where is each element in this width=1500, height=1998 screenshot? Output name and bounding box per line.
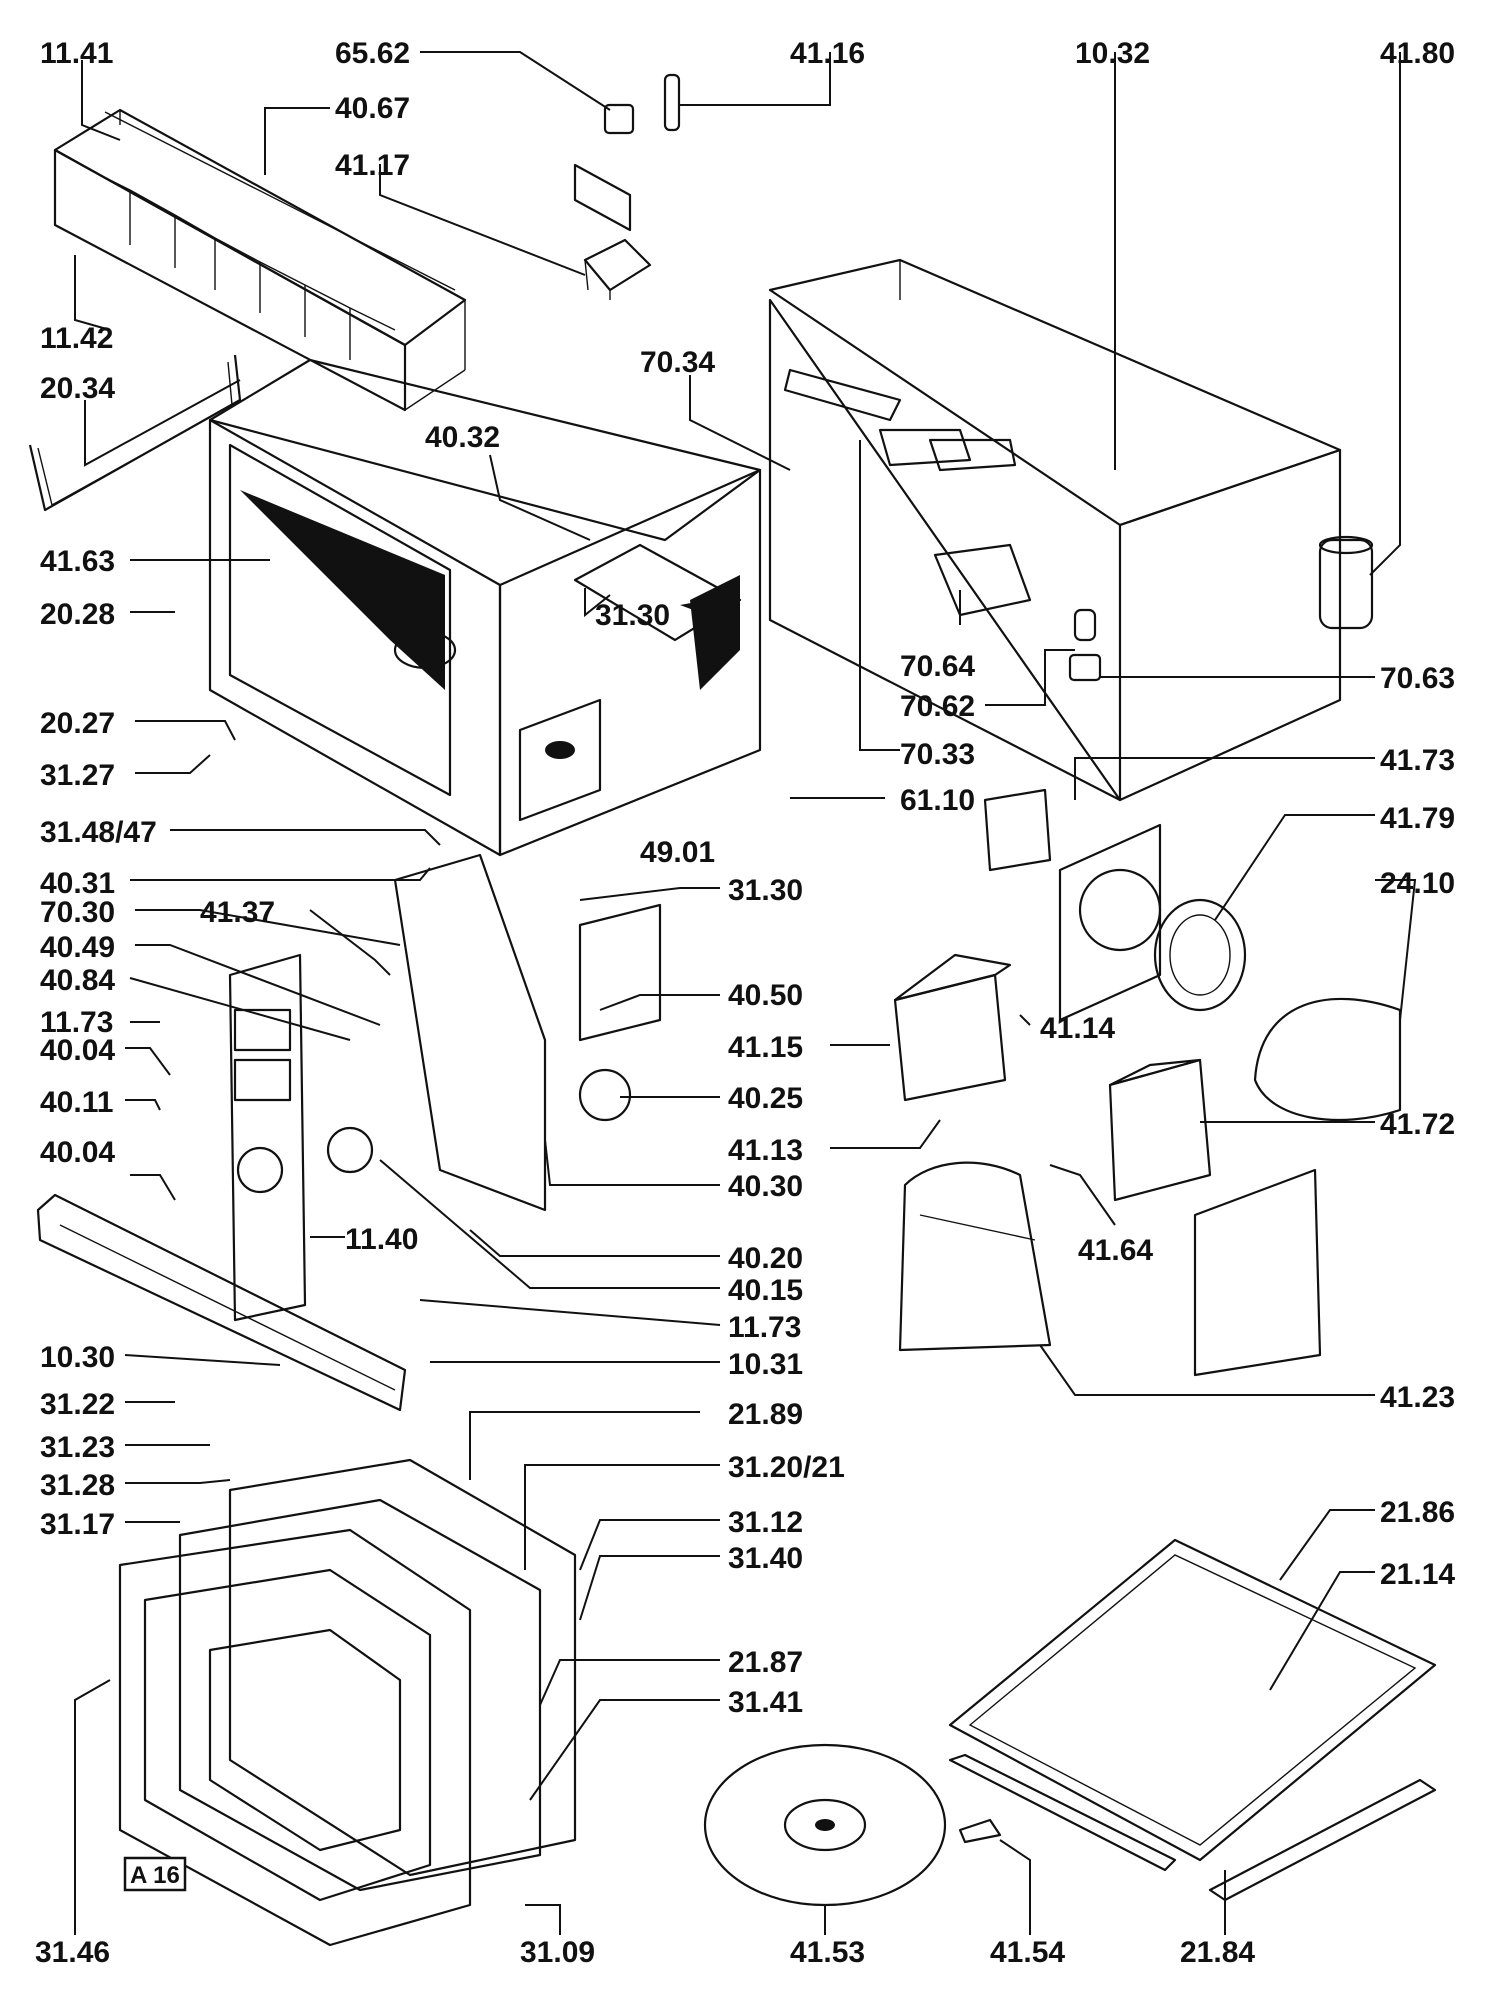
- label-40-30: 40.30: [728, 1170, 803, 1203]
- label-31-27: 31.27: [40, 759, 115, 792]
- label-41-17: 41.17: [335, 149, 410, 182]
- label-31-12: 31.12: [728, 1506, 803, 1539]
- roller-clip: [958, 1818, 1002, 1844]
- label-41-72: 41.72: [1380, 1108, 1455, 1141]
- label-31-30-top: 31.30: [595, 599, 670, 632]
- label-40-50: 40.50: [728, 979, 803, 1012]
- label-31-22: 31.22: [40, 1388, 115, 1421]
- label-41-37: 41.37: [200, 896, 275, 929]
- lamp-holder: [933, 543, 1102, 682]
- label-11-40: 11.40: [345, 1223, 418, 1256]
- fan-assembly: [983, 788, 1402, 1122]
- label-20-34: 20.34: [40, 372, 115, 405]
- label-21-14: 21.14: [1380, 1558, 1455, 1591]
- label-31-40: 31.40: [728, 1542, 803, 1575]
- label-40-20: 40.20: [728, 1242, 803, 1275]
- top-control-frame: [53, 108, 467, 412]
- outer-wrapper: [768, 258, 1342, 802]
- label-21-89: 21.89: [728, 1398, 803, 1431]
- label-40-67: 40.67: [335, 92, 410, 125]
- oven-cavity-body: [208, 358, 762, 857]
- label-70-62: 70.62: [900, 690, 975, 723]
- label-41-16: 41.16: [790, 37, 865, 70]
- label-49-01: 49.01: [640, 836, 715, 869]
- label-31-23: 31.23: [40, 1431, 115, 1464]
- label-41-15: 41.15: [728, 1031, 803, 1064]
- label-61-10: 61.10: [900, 784, 975, 817]
- label-31-46: 31.46: [35, 1936, 110, 1969]
- label-65-62: 65.62: [335, 37, 410, 70]
- control-board: [228, 853, 662, 1322]
- label-40-25: 40.25: [728, 1082, 803, 1115]
- label-10-30: 10.30: [40, 1341, 115, 1374]
- label-40-84: 40.84: [40, 964, 115, 997]
- label-11-73-a: 11.73: [40, 1006, 113, 1039]
- label-11-73-b: 11.73: [728, 1311, 801, 1344]
- label-21-87: 21.87: [728, 1646, 803, 1679]
- label-70-33: 70.33: [900, 738, 975, 771]
- label-70-34: 70.34: [640, 346, 715, 379]
- label-41-79: 41.79: [1380, 802, 1455, 835]
- label-41-54: 41.54: [990, 1936, 1065, 1969]
- label-40-04-a: 40.04: [40, 1034, 115, 1067]
- label-40-11: 40.11: [40, 1086, 113, 1119]
- label-70-63: 70.63: [1380, 662, 1455, 695]
- label-40-32: 40.32: [425, 421, 500, 454]
- label-20-28: 20.28: [40, 598, 115, 631]
- capacitor: [1318, 535, 1374, 630]
- door-trim: [36, 1193, 407, 1412]
- label-41-64: 41.64: [1078, 1234, 1153, 1267]
- label-70-64: 70.64: [900, 650, 975, 683]
- label-10-32: 10.32: [1075, 37, 1150, 70]
- label-41-14: 41.14: [1040, 1012, 1115, 1045]
- label-21-84: 21.84: [1180, 1936, 1255, 1969]
- label-21-86: 21.86: [1380, 1496, 1455, 1529]
- label-41-23: 41.23: [1380, 1381, 1455, 1414]
- label-31-20-21: 31.20/21: [728, 1451, 845, 1484]
- label-11-42: 11.42: [40, 322, 113, 355]
- small-switch-parts: [573, 73, 681, 300]
- leader-lines: [74, 51, 1417, 1935]
- label-41-73: 41.73: [1380, 744, 1455, 777]
- label-40-15: 40.15: [728, 1274, 803, 1307]
- label-40-31: 40.31: [40, 867, 115, 900]
- label-70-30: 70.30: [40, 896, 115, 929]
- transformer: [893, 953, 1012, 1102]
- label-31-17: 31.17: [40, 1508, 115, 1541]
- label-10-31: 10.31: [728, 1348, 803, 1381]
- badge-text: A 16: [130, 1862, 180, 1889]
- label-31-28: 31.28: [40, 1469, 115, 1502]
- label-31-41: 31.41: [728, 1686, 803, 1719]
- label-20-27: 20.27: [40, 707, 115, 740]
- magnetron: [1108, 1058, 1212, 1202]
- label-24-10: 24.10: [1380, 867, 1455, 900]
- support-bracket: [28, 354, 242, 512]
- label-31-09: 31.09: [520, 1936, 595, 1969]
- label-41-80: 41.80: [1380, 37, 1455, 70]
- label-41-53: 41.53: [790, 1936, 865, 1969]
- label-31-48-47: 31.48/47: [40, 816, 157, 849]
- reference-badge: A 16: [123, 1856, 187, 1892]
- label-41-63: 41.63: [40, 545, 115, 578]
- door-assembly: [118, 1458, 577, 1947]
- label-41-13: 41.13: [728, 1134, 803, 1167]
- label-40-04-b: 40.04: [40, 1136, 115, 1169]
- label-40-49: 40.49: [40, 931, 115, 964]
- label-31-30-mid: 31.30: [728, 874, 803, 907]
- label-11-41: 11.41: [40, 37, 113, 70]
- glass-shelf: [948, 1538, 1437, 1902]
- part-labels: 11.41 65.62 41.16 10.32 41.80 40.67 41.1…: [35, 37, 1455, 1969]
- turntable: [703, 1743, 947, 1907]
- waveguide-cover: [898, 1161, 1322, 1377]
